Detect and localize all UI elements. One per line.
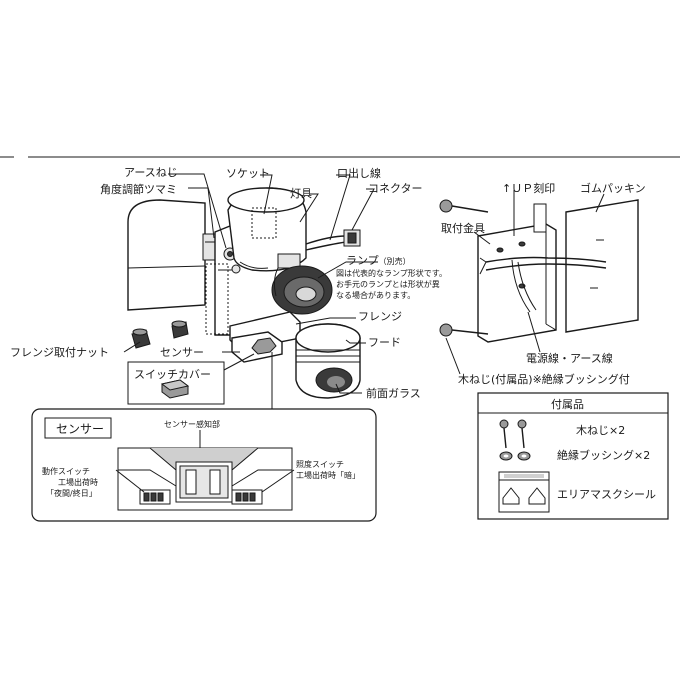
mounting-leaders xyxy=(445,190,605,375)
fixture-drawing xyxy=(127,187,361,405)
connector-icon xyxy=(343,229,361,247)
label-lamp-desc-2: お手元のランプとは形状が異 xyxy=(336,279,440,289)
mask-seal-icon xyxy=(498,471,550,513)
lead-wire xyxy=(305,235,347,245)
accessories-panel: 付属品 木ねじ×2 絶縁ブッシング×2 エリアマスクシール xyxy=(477,392,669,520)
power-wire xyxy=(485,256,607,263)
label-connector: コネクター xyxy=(368,182,423,195)
mounting-drawing xyxy=(439,199,639,343)
switch-cover-icon xyxy=(160,379,190,399)
light-switch-factory: 工場出荷時「暗」 xyxy=(296,470,360,480)
label-rubber-packing: ゴムパッキン xyxy=(580,181,646,195)
wood-screw-icon xyxy=(499,419,527,449)
mounting-bracket xyxy=(477,223,557,343)
label-earth-screw: アースねじ xyxy=(124,166,178,179)
sensor-panel-title-box xyxy=(44,417,112,439)
accessories-title: 付属品 xyxy=(551,398,584,411)
accessory-item-label: 絶縁ブッシング×2 xyxy=(557,448,650,462)
label-power-wire: 電源線・アース線 xyxy=(526,351,613,365)
spot-head-left xyxy=(127,199,219,311)
action-switch-value: 「夜間/終日」 xyxy=(46,488,97,498)
light-switch-icon xyxy=(231,489,263,505)
label-fixture: 灯具 xyxy=(290,187,312,200)
label-lamp: ランプ（別売） xyxy=(346,254,411,267)
label-socket: ソケット xyxy=(226,167,270,180)
sensor-block xyxy=(231,331,283,363)
label-lamp-desc-3: なる場合があります。 xyxy=(336,290,415,300)
hood-drawing xyxy=(295,323,361,399)
label-up-mark: ↑ＵＰ刻印 xyxy=(502,181,555,195)
action-switch-icon xyxy=(139,489,171,505)
wood-screw-icon xyxy=(439,199,489,337)
action-switch-factory: 工場出荷時 xyxy=(58,477,98,487)
lamp-drawing xyxy=(271,253,333,315)
sensor-panel: センサー センサ xyxy=(31,408,377,522)
label-flange-nut: フレンジ取付ナット xyxy=(10,346,109,359)
socket-cylinder xyxy=(227,187,307,272)
label-sensor: センサー xyxy=(160,346,204,359)
accessory-item-label: エリアマスクシール xyxy=(557,488,656,501)
label-hood: フード xyxy=(368,336,401,349)
label-switch-cover: スイッチカバー xyxy=(134,368,211,381)
fixture-leaders xyxy=(123,173,378,412)
action-switch-label: 動作スイッチ xyxy=(42,466,90,476)
flange-nut-icon xyxy=(131,320,189,349)
label-flange: フレンジ xyxy=(358,310,402,323)
label-mounting-bracket: 取付金具 xyxy=(441,221,485,235)
accessory-item-label: 木ねじ×2 xyxy=(576,424,625,437)
label-wood-screw-note: 木ねじ(付属品)※絶縁ブッシング付 xyxy=(458,372,630,386)
sensor-panel-title: センサー xyxy=(56,422,104,436)
sensor-face xyxy=(117,447,293,511)
label-front-glass: 前面ガラス xyxy=(366,386,421,400)
label-angle-knob: 角度調節ツマミ xyxy=(100,182,177,196)
bushing-icon xyxy=(499,451,531,461)
light-switch-label: 照度スイッチ xyxy=(296,459,344,469)
label-lead-wire: 口出し線 xyxy=(337,166,381,180)
rubber-packing-plate xyxy=(565,199,639,333)
label-lamp-desc-1: 図は代表的なランプ形状です。 xyxy=(336,268,447,278)
sensor-detect-area-label: センサー感知部 xyxy=(164,419,220,429)
